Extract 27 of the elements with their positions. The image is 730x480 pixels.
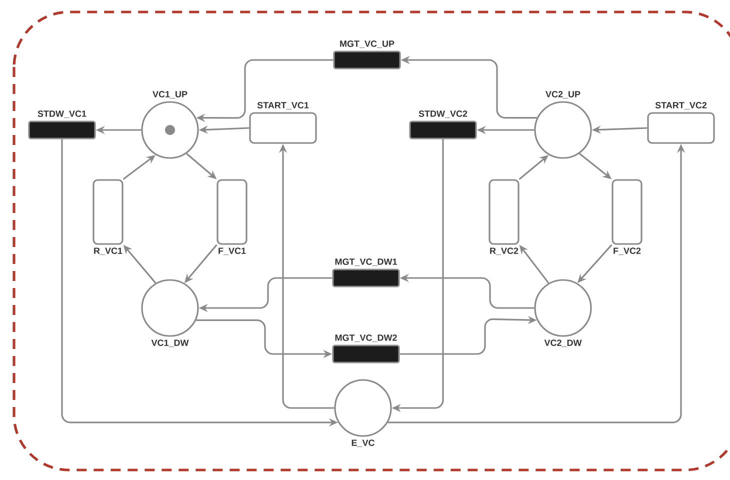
node-label: VC1_DW — [151, 340, 189, 347]
transition-bar: MGT_VC_UP — [333, 40, 401, 70]
node-label: F_VC1 — [218, 248, 246, 255]
node-label: E_VC — [352, 440, 375, 447]
transition-box: F_VC1 — [216, 179, 248, 255]
transition-bar: STDW_VC1 — [28, 110, 96, 140]
node-label: START_VC1 — [257, 102, 309, 110]
transition-bar: MGT_VC_DW2 — [332, 334, 400, 364]
node-label: START_VC2 — [655, 102, 707, 110]
transition-box: R_VC1 — [92, 179, 124, 255]
node-label: R_VC1 — [94, 248, 122, 255]
transition-box: F_VC2 — [612, 179, 642, 255]
transition-bar: MGT_VC_DW1 — [332, 258, 400, 288]
node-label: MGT_VC_DW1 — [335, 258, 398, 266]
node-label: F_VC2 — [614, 248, 641, 255]
node-label: R_VC2 — [490, 248, 518, 255]
node-label: VC1_UP — [152, 91, 188, 98]
transition-bar: STDW_VC2 — [409, 110, 477, 140]
node-label: MGT_VC_UP — [340, 40, 394, 48]
node-label: VC2_DW — [544, 340, 582, 347]
transition-box: START_VC2 — [647, 102, 715, 144]
node-label: MGT_VC_DW2 — [335, 334, 397, 342]
node-label: STDW_VC1 — [38, 110, 86, 118]
node-label: VC2_UP — [546, 91, 580, 98]
transition-box: START_VC1 — [249, 102, 317, 144]
transition-box: R_VC2 — [488, 179, 520, 255]
node-label: STDW_VC2 — [418, 110, 468, 118]
